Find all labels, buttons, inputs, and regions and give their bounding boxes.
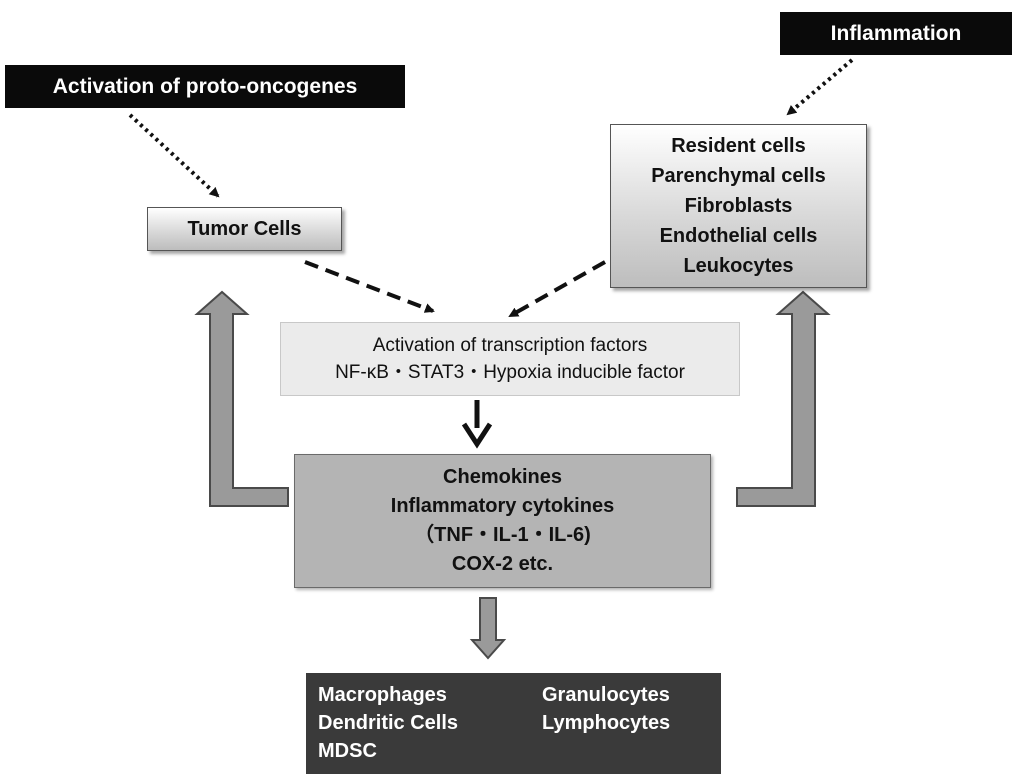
tumor-to-transcription-arrow	[304, 260, 435, 313]
immune-cells-column-1: Macrophages Dendritic Cells MDSC	[318, 681, 458, 765]
transcription-factors-title: Activation of transcription factors	[372, 335, 648, 356]
cytokine-list-label: （TNF・IL-1・IL-6)	[414, 524, 591, 546]
inflammation-to-resident-arrow	[786, 58, 854, 116]
fibroblasts-label: Fibroblasts	[684, 195, 793, 217]
inflammatory-cytokines-label: Inflammatory cytokines	[390, 495, 615, 517]
transcription-factors-box: Activation of transcription factors NF-κ…	[280, 322, 740, 396]
transcription-factors-list: NF-κB・STAT3・Hypoxia inducible factor	[335, 362, 685, 383]
tumor-cells-label: Tumor Cells	[187, 217, 302, 240]
parenchymal-cells-label: Parenchymal cells	[651, 165, 826, 187]
dendritic-cells-label: Dendritic Cells	[318, 712, 459, 734]
endothelial-cells-label: Endothelial cells	[659, 225, 818, 247]
chemokines-label: Chemokines	[443, 466, 562, 488]
lymphocytes-label: Lymphocytes	[542, 712, 671, 734]
mdsc-label: MDSC	[318, 740, 377, 762]
transcription-to-chemokine-arrow	[461, 400, 493, 449]
leukocytes-label: Leukocytes	[683, 255, 794, 277]
immune-cells-box: Macrophages Dendritic Cells MDSC Granulo…	[306, 673, 721, 774]
proto-oncogene-to-tumor-arrow	[128, 113, 220, 198]
inflammation-label: Inflammation	[830, 21, 962, 45]
inflammation-box: Inflammation	[780, 12, 1012, 55]
activation-of-proto-oncogenes-label: Activation of proto-oncogenes	[52, 74, 358, 98]
cox2-label: COX-2 etc.	[451, 553, 554, 575]
resident-to-transcription-arrow	[508, 260, 606, 318]
macrophages-label: Macrophages	[318, 684, 447, 706]
resident-cells-label: Resident cells	[671, 135, 806, 157]
granulocytes-label: Granulocytes	[542, 684, 670, 706]
feedback-arrow-to-resident	[736, 290, 831, 507]
chemokine-to-cells-arrow	[469, 597, 507, 660]
resident-cells-box: Resident cells Parenchymal cells Fibrobl…	[610, 124, 867, 288]
feedback-arrow-to-tumor	[194, 290, 289, 507]
tumor-cells-box: Tumor Cells	[147, 207, 342, 251]
immune-cells-column-2: Granulocytes Lymphocytes	[542, 681, 670, 737]
chemokines-box: Chemokines Inflammatory cytokines （TNF・I…	[294, 454, 711, 588]
activation-of-proto-oncogenes-box: Activation of proto-oncogenes	[5, 65, 405, 108]
